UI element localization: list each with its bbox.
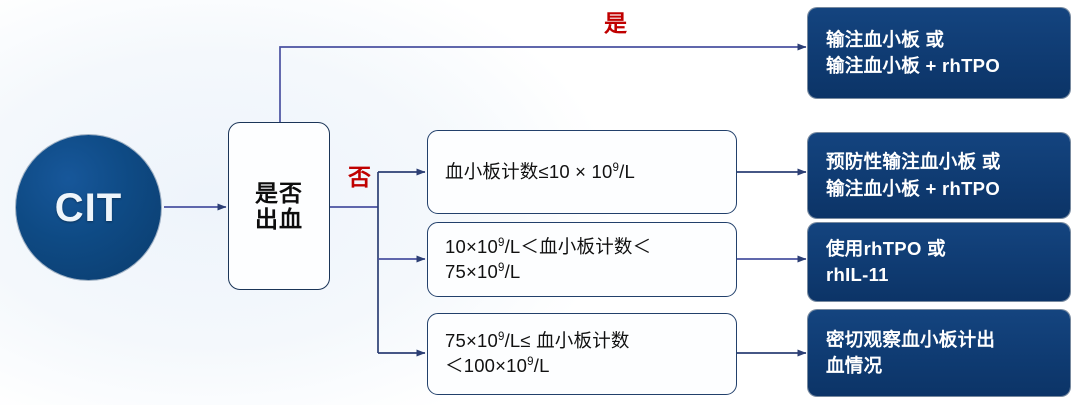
- connector-yes-branch: [279, 43, 807, 122]
- condition-box-3[interactable]: 75×109/L≤ 血小板计数 ＜100×109/L: [427, 313, 737, 395]
- condition-2-line-2: 75×109/L: [445, 260, 651, 285]
- condition-3-line-2-sup: 9: [527, 355, 534, 368]
- branch-label-yes: 是: [604, 10, 628, 36]
- condition-2-line-1-sup: 9: [497, 236, 505, 249]
- outcome-box-1[interactable]: 输注血小板 或 输注血小板 + rhTPO: [808, 8, 1070, 98]
- outcome-2-line-1: 预防性输注血小板 或: [826, 151, 1001, 173]
- condition-1-line-1-post: /L: [619, 160, 635, 182]
- outcome-4-line-1: 密切观察血小板计出: [826, 328, 996, 350]
- condition-2-line-1-pre: 10×10: [445, 235, 498, 257]
- condition-box-3-text: 75×109/L≤ 血小板计数 ＜100×109/L: [445, 329, 630, 379]
- outcome-4-line-2: 血情况: [826, 355, 883, 376]
- condition-3-line-1-post: /L≤ 血小板计数: [504, 330, 630, 352]
- condition-3-line-1-sup: 9: [497, 330, 505, 343]
- outcome-box-3[interactable]: 使用rhTPO 或 rhIL-11: [808, 223, 1070, 301]
- condition-3-line-2-pre: ＜100×10: [445, 355, 528, 376]
- outcome-1-line-2: 输注血小板 + rhTPO: [826, 55, 1001, 76]
- condition-2-line-1-post: /L＜血小板计数＜: [504, 235, 652, 257]
- outcome-box-2-text: 预防性输注血小板 或 输注血小板 + rhTPO: [826, 149, 1001, 202]
- outcome-box-4-text: 密切观察血小板计出 血情况: [826, 327, 995, 380]
- condition-3-line-2-post: /L: [533, 355, 550, 376]
- condition-box-1[interactable]: 血小板计数≤10 × 109/L: [427, 130, 737, 214]
- condition-1-line-1-pre: 血小板计数≤10 × 10: [445, 160, 613, 182]
- condition-2-line-2-sup: 9: [497, 261, 505, 274]
- outcome-box-4[interactable]: 密切观察血小板计出 血情况: [808, 310, 1070, 396]
- condition-3-line-1: 75×109/L≤ 血小板计数: [445, 329, 630, 354]
- condition-2-line-1: 10×109/L＜血小板计数＜: [445, 235, 651, 260]
- condition-2-line-2-post: /L: [504, 260, 521, 282]
- decision-line-2: 出血: [255, 206, 303, 232]
- decision-node-label: 是否 出血: [255, 180, 303, 232]
- decision-node-bleeding[interactable]: 是否 出血: [228, 122, 330, 290]
- condition-box-2[interactable]: 10×109/L＜血小板计数＜ 75×109/L: [427, 222, 737, 297]
- outcome-3-line-2: rhIL-11: [826, 264, 889, 285]
- condition-1-line-1-sup: 9: [612, 161, 620, 174]
- condition-3-line-2: ＜100×109/L: [445, 354, 630, 379]
- start-node-label: CIT: [54, 185, 123, 230]
- outcome-1-line-1: 输注血小板 或: [826, 28, 945, 50]
- condition-box-1-text: 血小板计数≤10 × 109/L: [445, 160, 635, 185]
- outcome-3-line-1: 使用rhTPO 或: [826, 237, 946, 259]
- outcome-box-3-text: 使用rhTPO 或 rhIL-11: [826, 236, 946, 289]
- start-node-cit[interactable]: CIT: [16, 135, 161, 280]
- decision-line-1: 是否: [255, 179, 303, 206]
- branch-label-no: 否: [348, 164, 372, 190]
- outcome-2-line-2: 输注血小板 + rhTPO: [826, 177, 1001, 199]
- condition-box-2-text: 10×109/L＜血小板计数＜ 75×109/L: [445, 235, 651, 285]
- outcome-box-1-text: 输注血小板 或 输注血小板 + rhTPO: [826, 27, 1000, 80]
- condition-3-line-1-pre: 75×10: [445, 330, 498, 352]
- outcome-box-2[interactable]: 预防性输注血小板 或 输注血小板 + rhTPO: [808, 133, 1070, 218]
- condition-1-line-1: 血小板计数≤10 × 109/L: [445, 160, 635, 185]
- condition-2-line-2-pre: 75×10: [445, 260, 498, 282]
